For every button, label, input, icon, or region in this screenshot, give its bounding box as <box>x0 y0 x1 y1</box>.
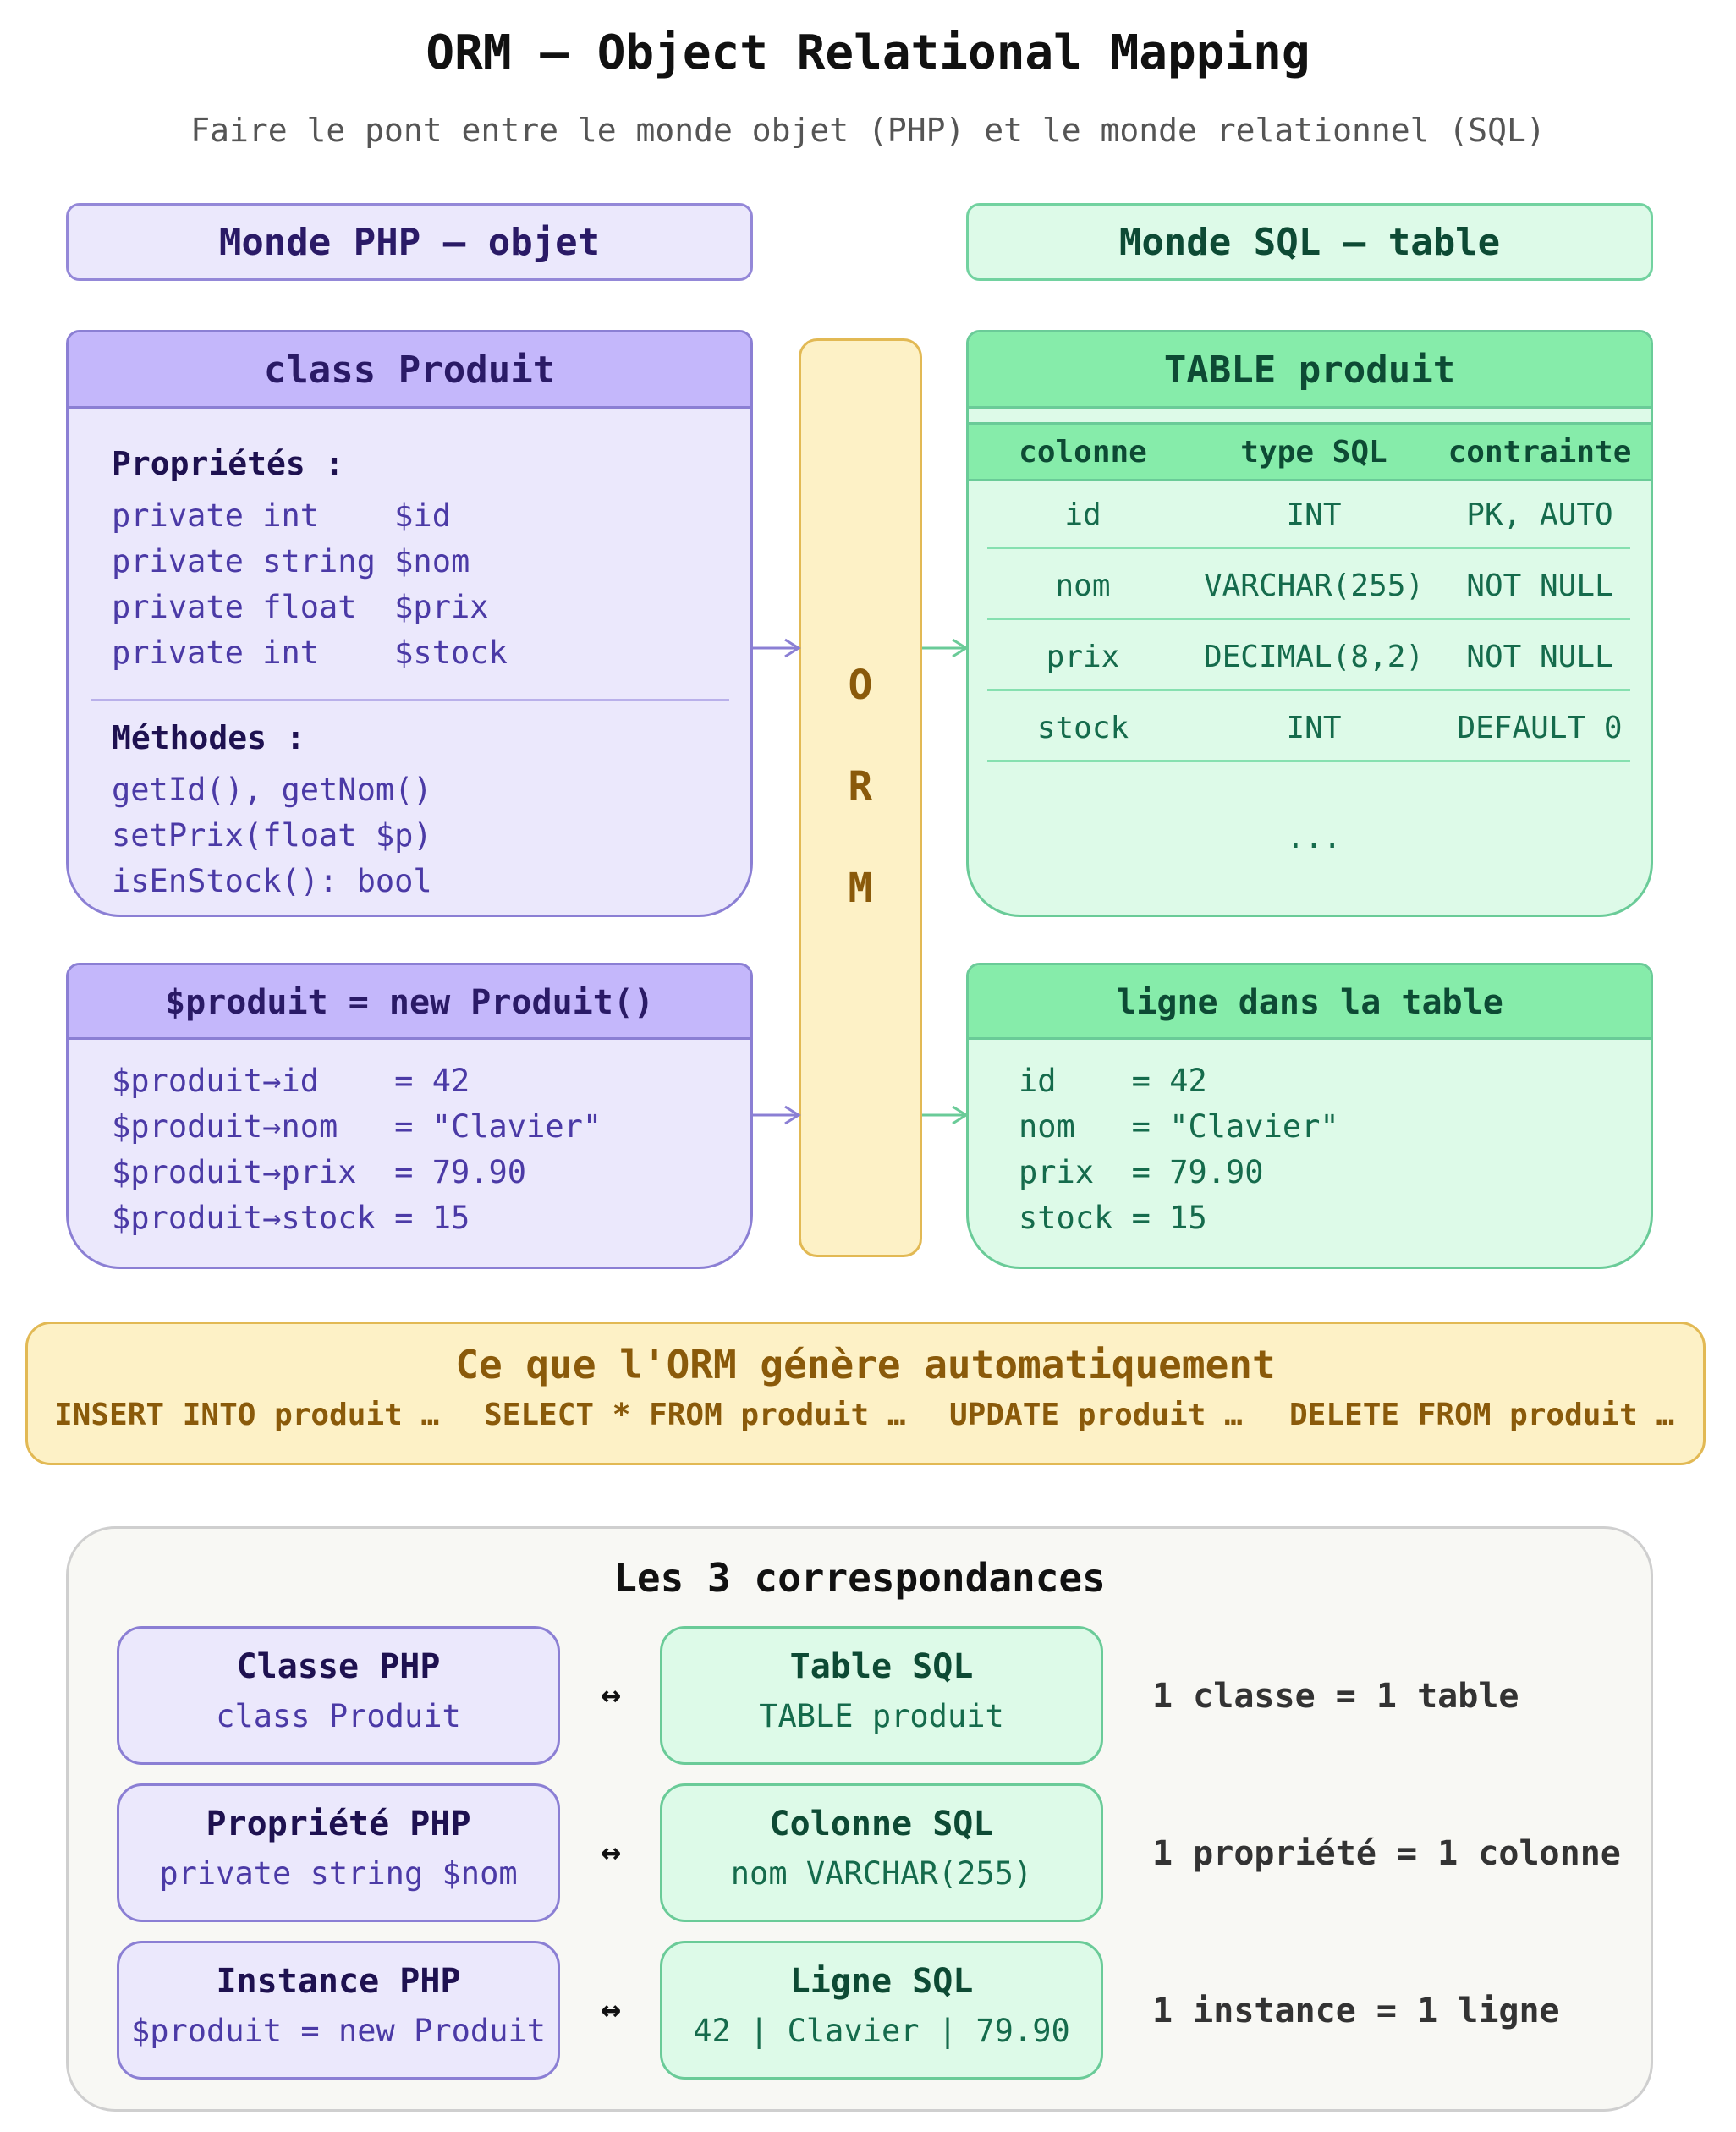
sql-world-header: Monde SQL — table <box>966 203 1653 281</box>
method-line: isEnStock(): bool <box>112 863 432 899</box>
pill-title: Ligne SQL <box>789 1962 974 2001</box>
row-card-title: ligne dans la table <box>969 965 1651 1040</box>
arrow-class-to-orm <box>753 638 801 658</box>
instance-line: $produit→prix = 79.90 <box>112 1154 527 1190</box>
property-line: private int $stock <box>112 635 508 671</box>
php-world-header: Monde PHP — objet <box>66 203 753 281</box>
sql-row-pill: Ligne SQL 42 | Clavier | 79.90 <box>660 1941 1103 2080</box>
double-arrow-icon: ↔ <box>600 1675 622 1714</box>
pill-title: Table SQL <box>789 1647 974 1686</box>
orm-letter: R <box>848 763 873 810</box>
table-cell: INT <box>1286 711 1342 745</box>
property-line: private string $nom <box>112 543 470 580</box>
pill-subtitle: 42 | Clavier | 79.90 <box>693 2013 1070 2049</box>
row-line: nom = "Clavier" <box>1019 1108 1339 1145</box>
rule-text: 1 instance = 1 ligne <box>1152 1992 1560 2030</box>
correspondences-title: Les 3 correspondances <box>613 1555 1106 1601</box>
pill-title: Instance PHP <box>216 1962 461 2001</box>
instance-line: $produit→stock = 15 <box>112 1200 470 1236</box>
rule-text: 1 classe = 1 table <box>1152 1677 1519 1716</box>
table-cell: prix <box>1046 640 1120 674</box>
table-cell: DECIMAL(8,2) <box>1203 640 1425 674</box>
row-divider <box>987 760 1630 762</box>
query-update: UPDATE produit … <box>949 1398 1243 1432</box>
row-divider <box>987 689 1630 691</box>
rule-text: 1 propriété = 1 colonne <box>1152 1834 1621 1873</box>
query-insert: INSERT INTO produit … <box>54 1398 440 1432</box>
row-card: ligne dans la table <box>966 963 1653 1269</box>
generated-box <box>25 1322 1706 1465</box>
table-cell: stock <box>1036 711 1129 745</box>
instance-card-title: $produit = new Produit() <box>69 965 750 1040</box>
double-arrow-icon: ↔ <box>600 1833 622 1871</box>
class-card: class Produit <box>66 330 753 917</box>
double-arrow-icon: ↔ <box>600 1990 622 2029</box>
column-header: colonne <box>1019 435 1147 470</box>
table-cell: NOT NULL <box>1466 569 1613 603</box>
query-delete: DELETE FROM produit … <box>1289 1398 1675 1432</box>
table-cell: NOT NULL <box>1466 640 1613 674</box>
orm-bar <box>799 338 922 1257</box>
instance-line: $produit→nom = "Clavier" <box>112 1108 602 1145</box>
orm-letter: O <box>848 662 873 709</box>
arrow-instance-to-orm <box>753 1105 801 1125</box>
table-card-title: TABLE produit <box>969 332 1651 409</box>
table-cell: VARCHAR(255) <box>1203 569 1425 603</box>
table-cell: PK, AUTO <box>1466 497 1613 532</box>
orm-letter: M <box>848 865 873 912</box>
table-card: TABLE produit <box>966 330 1653 917</box>
row-line: id = 42 <box>1019 1063 1207 1099</box>
column-header: type SQL <box>1240 435 1387 470</box>
pill-subtitle: $produit = new Produit <box>130 2013 547 2049</box>
query-select: SELECT * FROM produit … <box>484 1398 906 1432</box>
row-divider <box>987 547 1630 549</box>
row-line: stock = 15 <box>1019 1200 1207 1236</box>
page-title: ORM – Object Relational Mapping <box>426 25 1310 80</box>
pill-title: Colonne SQL <box>769 1805 994 1844</box>
instance-line: $produit→id = 42 <box>112 1063 470 1099</box>
table-cell: DEFAULT 0 <box>1457 711 1623 745</box>
pill-subtitle: nom VARCHAR(255) <box>730 1855 1033 1892</box>
pill-title: Propriété PHP <box>206 1805 471 1844</box>
column-header: contrainte <box>1448 435 1632 470</box>
row-line: prix = 79.90 <box>1019 1154 1264 1190</box>
method-line: getId(), getNom() <box>112 772 432 808</box>
instance-card: $produit = new Produit() <box>66 963 753 1269</box>
property-line: private float $prix <box>112 589 489 625</box>
table-header-row <box>969 422 1651 481</box>
methods-label: Méthodes : <box>112 719 305 756</box>
php-property-pill: Propriété PHP private string $nom <box>117 1783 560 1922</box>
pill-subtitle: private string $nom <box>159 1855 518 1892</box>
property-line: private int $id <box>112 497 451 534</box>
sql-table-pill: Table SQL TABLE produit <box>660 1626 1103 1765</box>
table-ellipsis: ... <box>1286 821 1342 855</box>
page-subtitle: Faire le pont entre le monde objet (PHP)… <box>190 112 1546 149</box>
sql-column-pill: Colonne SQL nom VARCHAR(255) <box>660 1783 1103 1922</box>
table-cell: id <box>1064 497 1101 532</box>
arrow-orm-to-row <box>922 1105 969 1125</box>
php-class-pill: Classe PHP class Produit <box>117 1626 560 1765</box>
generated-title: Ce que l'ORM génère automatiquement <box>455 1342 1276 1387</box>
pill-subtitle: TABLE produit <box>759 1698 1004 1734</box>
arrow-orm-to-table <box>922 638 969 658</box>
pill-subtitle: class Produit <box>216 1698 461 1734</box>
class-card-title: class Produit <box>69 332 750 409</box>
php-instance-pill: Instance PHP $produit = new Produit <box>117 1941 560 2080</box>
pill-title: Classe PHP <box>236 1647 441 1686</box>
table-cell: nom <box>1055 569 1111 603</box>
divider <box>91 699 729 701</box>
row-divider <box>987 618 1630 620</box>
table-cell: INT <box>1286 497 1342 532</box>
method-line: setPrix(float $p) <box>112 817 432 854</box>
properties-label: Propriétés : <box>112 445 344 482</box>
